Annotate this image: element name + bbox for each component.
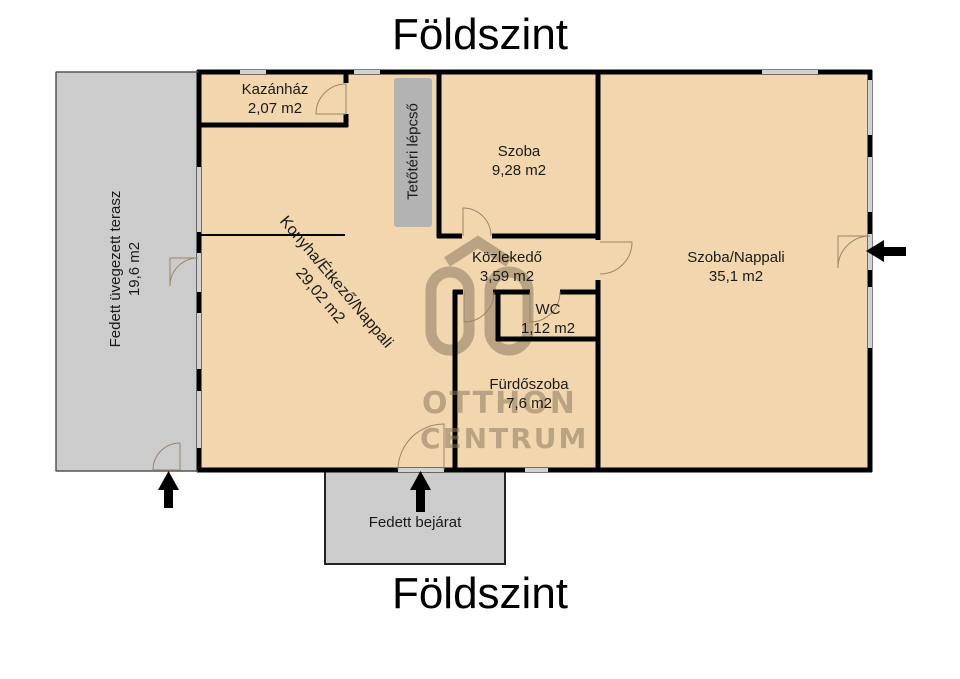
door-bath	[463, 291, 495, 323]
door-nappali	[599, 241, 633, 275]
room-kazanhaz: Kazánház 2,07 m2	[215, 80, 335, 118]
interior-floor	[199, 72, 870, 471]
room-name: Tetőtéri lépcső	[404, 103, 422, 200]
room-area: 35,1 m2	[708, 268, 764, 285]
arrow-up-icon	[410, 471, 431, 512]
room-name: Közlekedő	[471, 249, 543, 266]
door-swings	[152, 83, 871, 471]
room-area: 2,07 m2	[247, 100, 303, 117]
room-area: 19,6 m2	[126, 241, 143, 297]
room-szoba: Szoba 9,28 m2	[459, 142, 579, 180]
room-szoba-nappali: Szoba/Nappali 35,1 m2	[666, 248, 806, 286]
room-area: 1,12 m2	[520, 320, 576, 337]
room-name: Kazánház	[241, 81, 309, 98]
arrow-left-icon	[866, 240, 906, 262]
door-terrace-exit	[152, 442, 181, 471]
door-exterior-right	[837, 235, 871, 269]
room-wc: WC 1,12 m2	[488, 300, 608, 338]
room-tetoteri-lepcso: Tetőtéri lépcső	[404, 92, 423, 212]
room-area: 9,28 m2	[491, 162, 547, 179]
watermark-logo	[425, 235, 534, 356]
room-area: 3,59 m2	[479, 268, 535, 285]
room-area: 7,6 m2	[506, 395, 552, 412]
room-bejarat: Fedett bejárat	[355, 513, 475, 532]
door-szoba	[462, 207, 492, 237]
room-terasz: Fedett üvegezett terasz 19,6 m2	[106, 179, 144, 359]
staircase	[394, 78, 432, 227]
room-kozlekedo: Közlekedő 3,59 m2	[447, 248, 567, 286]
arrow-up-icon	[158, 471, 179, 508]
room-name: Fedett üvegezett terasz	[107, 190, 124, 348]
door-kazanhaz	[315, 83, 347, 115]
room-name: WC	[535, 301, 561, 318]
door-wc	[529, 291, 561, 323]
room-name: Szoba/Nappali	[687, 249, 785, 266]
interior-walls	[199, 72, 601, 472]
watermark-line2: CENTRUM	[420, 422, 589, 455]
room-name: Szoba	[497, 143, 541, 160]
floor-title-bottom: Földszint	[391, 569, 569, 618]
door-front	[397, 423, 445, 471]
room-name: Fürdőszoba	[489, 376, 569, 393]
floor-title-top: Földszint	[391, 10, 569, 59]
terrace-glazing	[55, 71, 198, 472]
room-furdoszoba: Fürdőszoba 7,6 m2	[469, 375, 589, 413]
entrance-arrows	[158, 240, 906, 512]
room-name: Fedett bejárat	[368, 514, 462, 531]
door-terrace	[169, 257, 199, 287]
